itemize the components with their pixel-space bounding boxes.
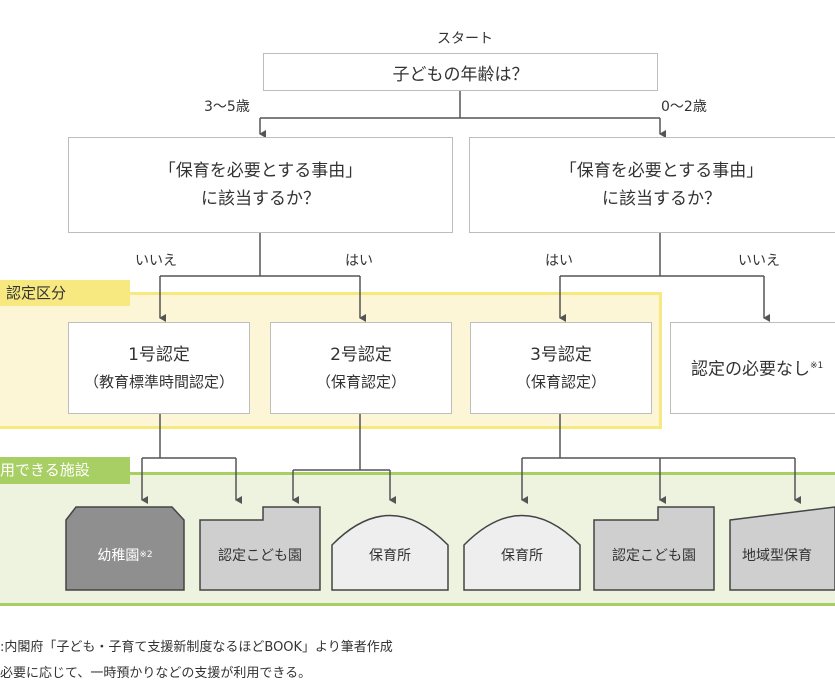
answer-no-right: いいえ [738, 253, 780, 269]
reason-line2: に該当するか？ [201, 189, 320, 209]
answer-no-left: いいえ [135, 253, 177, 269]
facility-kodomoen-2: 認定こども園 [612, 548, 696, 564]
facility-kindergarten: 幼稚園※2 [97, 548, 153, 564]
reason-box-right: 「保育を必要とする事由」 に該当するか？ [469, 137, 835, 233]
hoikusho-shape-1 [331, 514, 449, 591]
reason-line2: に該当するか？ [602, 189, 721, 209]
answer-yes-right: はい [545, 253, 573, 269]
reason-line1: 「保育を必要とする事由」 [158, 161, 363, 181]
cert-title: 2号認定 [330, 345, 392, 365]
cert-box-1: 1号認定 （教育標準時間認定） [68, 322, 250, 414]
no-cert-box: 認定の必要なし※1 [670, 322, 835, 414]
footnote: 必要に応じて、一時預かりなどの支援が利用できる。 [0, 666, 312, 681]
cert-sub: （保育認定） [315, 373, 406, 391]
regional-shape [729, 506, 835, 591]
facility-regional: 地域型保育 [742, 548, 812, 564]
certification-band-label: 認定区分 [0, 280, 130, 306]
cert-title: 3号認定 [530, 345, 592, 365]
facility-kodomoen-1: 認定こども園 [218, 548, 302, 564]
age-left-label: 3〜5歳 [204, 99, 250, 115]
facility-band-label: 用できる施設 [0, 457, 130, 484]
kindergarten-mark: ※2 [139, 550, 153, 560]
cert-box-2: 2号認定 （保育認定） [270, 322, 452, 414]
cert-sub: （教育標準時間認定） [83, 373, 234, 391]
cert-box-3: 3号認定 （保育認定） [470, 322, 652, 414]
kindergarten-shape [65, 506, 185, 591]
facility-hoikusho-2: 保育所 [501, 548, 543, 564]
reason-line1: 「保育を必要とする事由」 [559, 161, 764, 181]
age-question-text: 子どもの年齢は？ [392, 64, 529, 85]
age-question-box: 子どもの年齢は？ [263, 53, 658, 91]
start-label: スタート [437, 31, 493, 47]
source-note: :内閣府「子ども・子育て支援新制度なるほどBOOK」より筆者作成 [0, 640, 393, 655]
cert-title: 1号認定 [128, 345, 190, 365]
no-cert-text: 認定の必要なし※1 [691, 359, 824, 380]
hoikusho-shape-2 [463, 514, 581, 591]
no-cert-mark: ※1 [810, 361, 824, 372]
age-right-label: 0〜2歳 [661, 99, 707, 115]
kodomoen-shape-1 [199, 506, 321, 591]
facility-hoikusho-1: 保育所 [369, 548, 411, 564]
reason-box-left: 「保育を必要とする事由」 に該当するか？ [68, 137, 453, 233]
kodomoen-shape-2 [593, 506, 715, 591]
cert-sub: （保育認定） [515, 373, 606, 391]
answer-yes-left: はい [345, 253, 373, 269]
